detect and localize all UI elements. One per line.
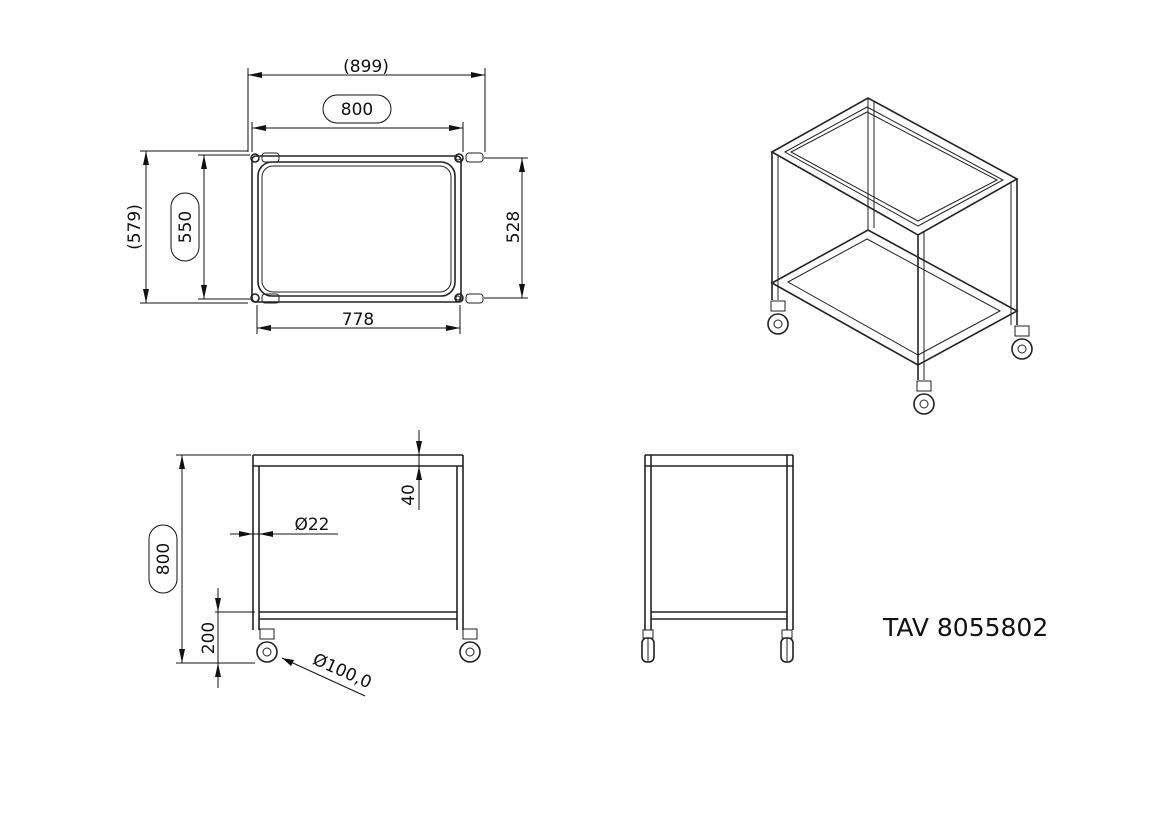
dim-tube-diameter: Ø22 xyxy=(294,515,329,535)
dim-height: 800 xyxy=(154,543,174,575)
dim-frame-depth: 550 xyxy=(176,211,196,243)
dim-frame-width: 800 xyxy=(341,100,373,120)
top-tray-inner xyxy=(261,165,452,293)
dim-tray-rim: 40 xyxy=(399,484,419,506)
top-tray-outer xyxy=(257,161,456,297)
dim-tray-depth: 528 xyxy=(504,211,524,243)
dim-overall-depth: (579) xyxy=(125,204,145,250)
top-corner-posts xyxy=(250,152,484,304)
top-frame-outline xyxy=(251,155,462,303)
dim-lower-shelf: 200 xyxy=(199,622,219,654)
side-view xyxy=(641,454,794,663)
drawing-number: TAV 8055802 xyxy=(882,613,1048,642)
dim-tray-width: 778 xyxy=(342,310,374,330)
front-view: 800 40 Ø22 200 Ø100,0 xyxy=(148,430,481,697)
dim-overall-width: (899) xyxy=(343,57,389,77)
isometric-view xyxy=(767,97,1033,415)
top-view: (899) 800 778 (579) 550 xyxy=(125,57,528,334)
dim-wheel-diameter: Ø100,0 xyxy=(310,650,375,694)
